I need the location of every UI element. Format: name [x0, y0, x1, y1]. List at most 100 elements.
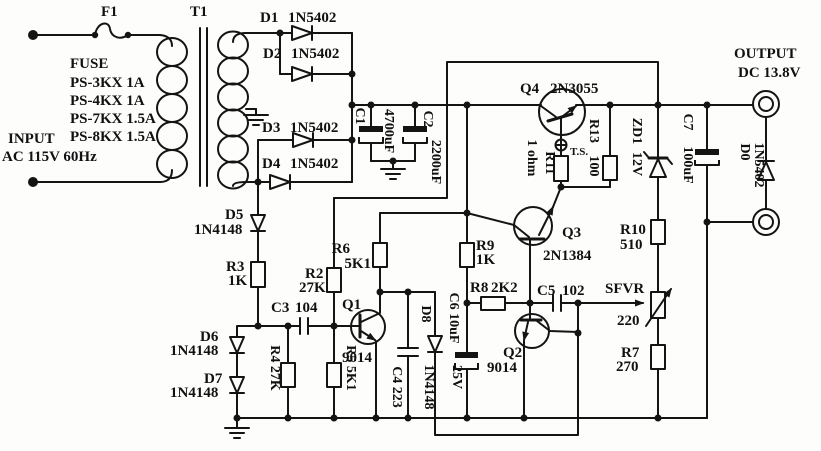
transistor-q3 [466, 186, 562, 321]
d5-value: 1N4148 [194, 222, 242, 238]
d2-value: 1N5402 [291, 46, 339, 62]
transformer-ref-label: T1 [190, 4, 208, 20]
output-terminal-positive [752, 90, 780, 118]
d4-value: 1N5402 [290, 156, 338, 172]
q4-value: 2N3055 [550, 81, 598, 97]
adjust-divider: R10 510 SFVR 220 R7 270 [605, 219, 672, 419]
c5-value: 102 [562, 283, 585, 299]
q1-ref: Q1 [342, 297, 361, 313]
d8-value: 1N4148 [421, 364, 436, 409]
q2-ref: Q2 [503, 345, 522, 361]
c3-value: 104 [295, 300, 318, 316]
r9-value: 1K [476, 252, 496, 268]
r2-ref: R2 [305, 266, 323, 282]
d0-ref: D0 [737, 143, 752, 160]
resistor-r7 [650, 344, 666, 419]
d3-value: 1N5402 [290, 120, 338, 136]
d7-ref: D7 [204, 371, 223, 387]
output-label: OUTPUT [734, 46, 797, 62]
d1-ref: D1 [260, 10, 278, 26]
r13-ref: R13 [586, 119, 601, 143]
diode-d2 [279, 66, 353, 82]
rectifier-bridge: D1 1N5402 D2 1N5402 D3 1N5402 D4 1N5402 [257, 10, 353, 216]
r6-ref: R6 [332, 241, 351, 257]
resistor-r3 [250, 261, 266, 327]
transistor-q4 [538, 88, 586, 140]
output-section: OUTPUT DC 13.8V C7 100uF D0 1N5402 [680, 46, 801, 419]
resistor-r13 [602, 104, 618, 188]
r3-ref: R3 [226, 259, 244, 275]
c6-voltage: 25V [449, 365, 464, 389]
c2-value: 2200uF [428, 140, 443, 184]
transistor-q1 [333, 291, 386, 419]
error-amp: Q1 9014 R6 5K1 C4 223 D8 1N4148 [332, 212, 579, 436]
input-voltage-label: AC 115V 60Hz [2, 149, 97, 165]
center-tap-ground-icon [243, 108, 269, 126]
r10-ref: R10 [620, 222, 646, 238]
capacitor-c4 [397, 291, 419, 419]
r7-value: 270 [616, 359, 639, 375]
r5-label: R5 5K1 [343, 345, 358, 391]
c2-ref: C2 [420, 110, 435, 127]
d0-value: 1N5402 [751, 142, 766, 187]
fuse-option-1: PS-3KX 1A [70, 75, 145, 91]
c7-value: 100uF [680, 146, 695, 183]
capacitor-c3 [299, 317, 309, 335]
filter-caps: C1 4700uF C2 2200uF [352, 104, 443, 184]
feedback-wire [333, 61, 659, 199]
transistor-q2 [514, 313, 579, 419]
d2-ref: D2 [263, 46, 281, 62]
output-terminal-negative [752, 208, 780, 236]
r2-value: 27K [299, 280, 326, 296]
fuse-f1 [91, 22, 161, 39]
d7-value: 1N4148 [170, 385, 218, 401]
diode-d8 [427, 291, 579, 436]
r8-value: 2K2 [491, 280, 518, 296]
fuse-ref-label: F1 [101, 4, 118, 20]
q1-value: 9014 [342, 350, 373, 366]
c5-ref: C5 [537, 283, 555, 299]
ac-input: F1 FUSE PS-3KX 1A PS-4KX 1A PS-7KX 1.5A … [2, 4, 161, 187]
diode-d6 [229, 336, 245, 378]
r13-value: 100 [586, 156, 601, 177]
driver-protection: R9 1K R8 2K2 C6 10uF 25V Q2 9014 Q3 2N13… [446, 104, 645, 419]
resistor-r9 [459, 212, 475, 304]
potentiometer-sfvr [645, 287, 672, 346]
thermal-sensor-icon [554, 138, 568, 152]
r6-value: 5K1 [344, 256, 371, 272]
capacitor-c7 [694, 104, 720, 419]
c1-ref: C1 [352, 107, 367, 124]
diode-d7 [229, 376, 245, 419]
capacitor-c6 [454, 302, 479, 419]
d3-ref: D3 [262, 120, 280, 136]
d6-value: 1N4148 [170, 343, 218, 359]
sfvr-ref: SFVR [605, 281, 644, 297]
r3-value: 1K [228, 273, 248, 289]
junction-dots [233, 29, 711, 422]
resistor-r4 [280, 325, 296, 419]
fuse-option-4: PS-8KX 1.5A [70, 129, 156, 145]
zener-zd1 [643, 104, 673, 221]
r10-value: 510 [620, 237, 643, 253]
zd1-value: 12V [629, 152, 644, 176]
zd1-ref: ZD1 [629, 118, 644, 144]
output-voltage-label: DC 13.8V [738, 65, 801, 81]
d5-ref: D5 [225, 207, 243, 223]
diode-d3 [257, 132, 353, 148]
d6-ref: D6 [200, 329, 219, 345]
reference-chain: D5 1N4148 R3 1K D6 1N4148 D7 1N4148 R4 2… [170, 197, 358, 439]
diode-d4 [257, 174, 353, 190]
fuse-option-3: PS-7KX 1.5A [70, 111, 156, 127]
c1-value: 4700uF [381, 109, 396, 153]
input-label: INPUT [8, 131, 55, 147]
c3-ref: C3 [271, 300, 289, 316]
r11-ref: R11 [542, 151, 557, 174]
q4-ref: Q4 [520, 81, 540, 97]
d8-ref: D8 [418, 305, 433, 322]
pass-stage: Q4 2N3055 T.S. 1 ohm R11 R13 100 ZD1 12V [520, 81, 673, 221]
c7-ref: C7 [680, 113, 695, 130]
r4-label: R4 27K [267, 345, 282, 391]
transformer-t1: T1 [156, 4, 281, 190]
